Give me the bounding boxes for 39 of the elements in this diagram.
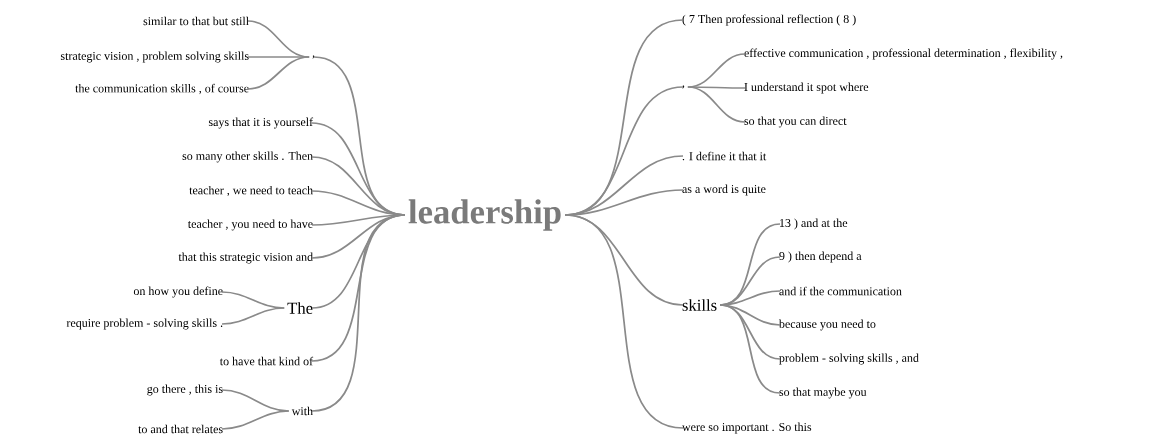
phrase-text: problem - solving skills , and xyxy=(779,353,919,365)
phrase-text: I understand it spot where xyxy=(744,82,869,94)
phrase-text: on how you define xyxy=(133,286,223,298)
phrase-text: to and that relates xyxy=(138,424,223,434)
branch-line xyxy=(719,304,781,394)
phrase-text: so that maybe you xyxy=(779,387,867,399)
phrase-text: that this strategic vision and xyxy=(178,252,313,264)
phrase-text: teacher , we need to teach xyxy=(189,185,313,197)
phrase-text: were so important . So this xyxy=(681,422,812,434)
root-word: leadership xyxy=(408,199,561,231)
branch-word: The xyxy=(287,302,313,314)
branch-line xyxy=(564,214,684,429)
branch-line xyxy=(687,86,746,123)
phrase-text: ( 7 Then professional reflection ( 8 ) xyxy=(682,14,856,26)
phrase-text: so many other skills . Then xyxy=(182,151,313,163)
branch-line xyxy=(221,307,286,325)
phrase-text: 9 ) then depend a xyxy=(779,251,862,263)
phrase-text: because you need to xyxy=(778,319,876,331)
branch-line xyxy=(221,410,290,430)
branch-line xyxy=(311,214,406,412)
branch-line xyxy=(247,56,310,90)
phrase-text: and if the communication xyxy=(779,286,902,296)
phrase-text: . I define it that it xyxy=(682,151,767,161)
phrase-text: so that you can direct xyxy=(744,116,847,128)
phrase-text: 13 ) and at the xyxy=(780,218,848,230)
phrase-text: , xyxy=(312,55,315,59)
phrase-text: the communication skills , of course xyxy=(75,83,249,95)
phrase-text: require problem - solving skills . xyxy=(66,318,223,330)
phrase-text: go there , this is xyxy=(147,384,223,396)
phrase-text: similar to that but still xyxy=(143,16,249,26)
phrase-text: strategic vision , problem solving skills xyxy=(60,51,249,63)
branch-word: skills xyxy=(682,299,717,311)
phrase-text: says that it is yourself xyxy=(208,117,314,129)
phrase-text: effective communication , professional determination , flexibility , xyxy=(744,48,1063,60)
phrase-text: teacher , you need to have xyxy=(187,219,313,231)
phrase-text: with xyxy=(291,406,313,416)
phrase-text: to have that kind of xyxy=(219,356,314,366)
phrase-text: as a word is quite xyxy=(682,184,766,196)
phrase-text: , xyxy=(682,85,685,89)
